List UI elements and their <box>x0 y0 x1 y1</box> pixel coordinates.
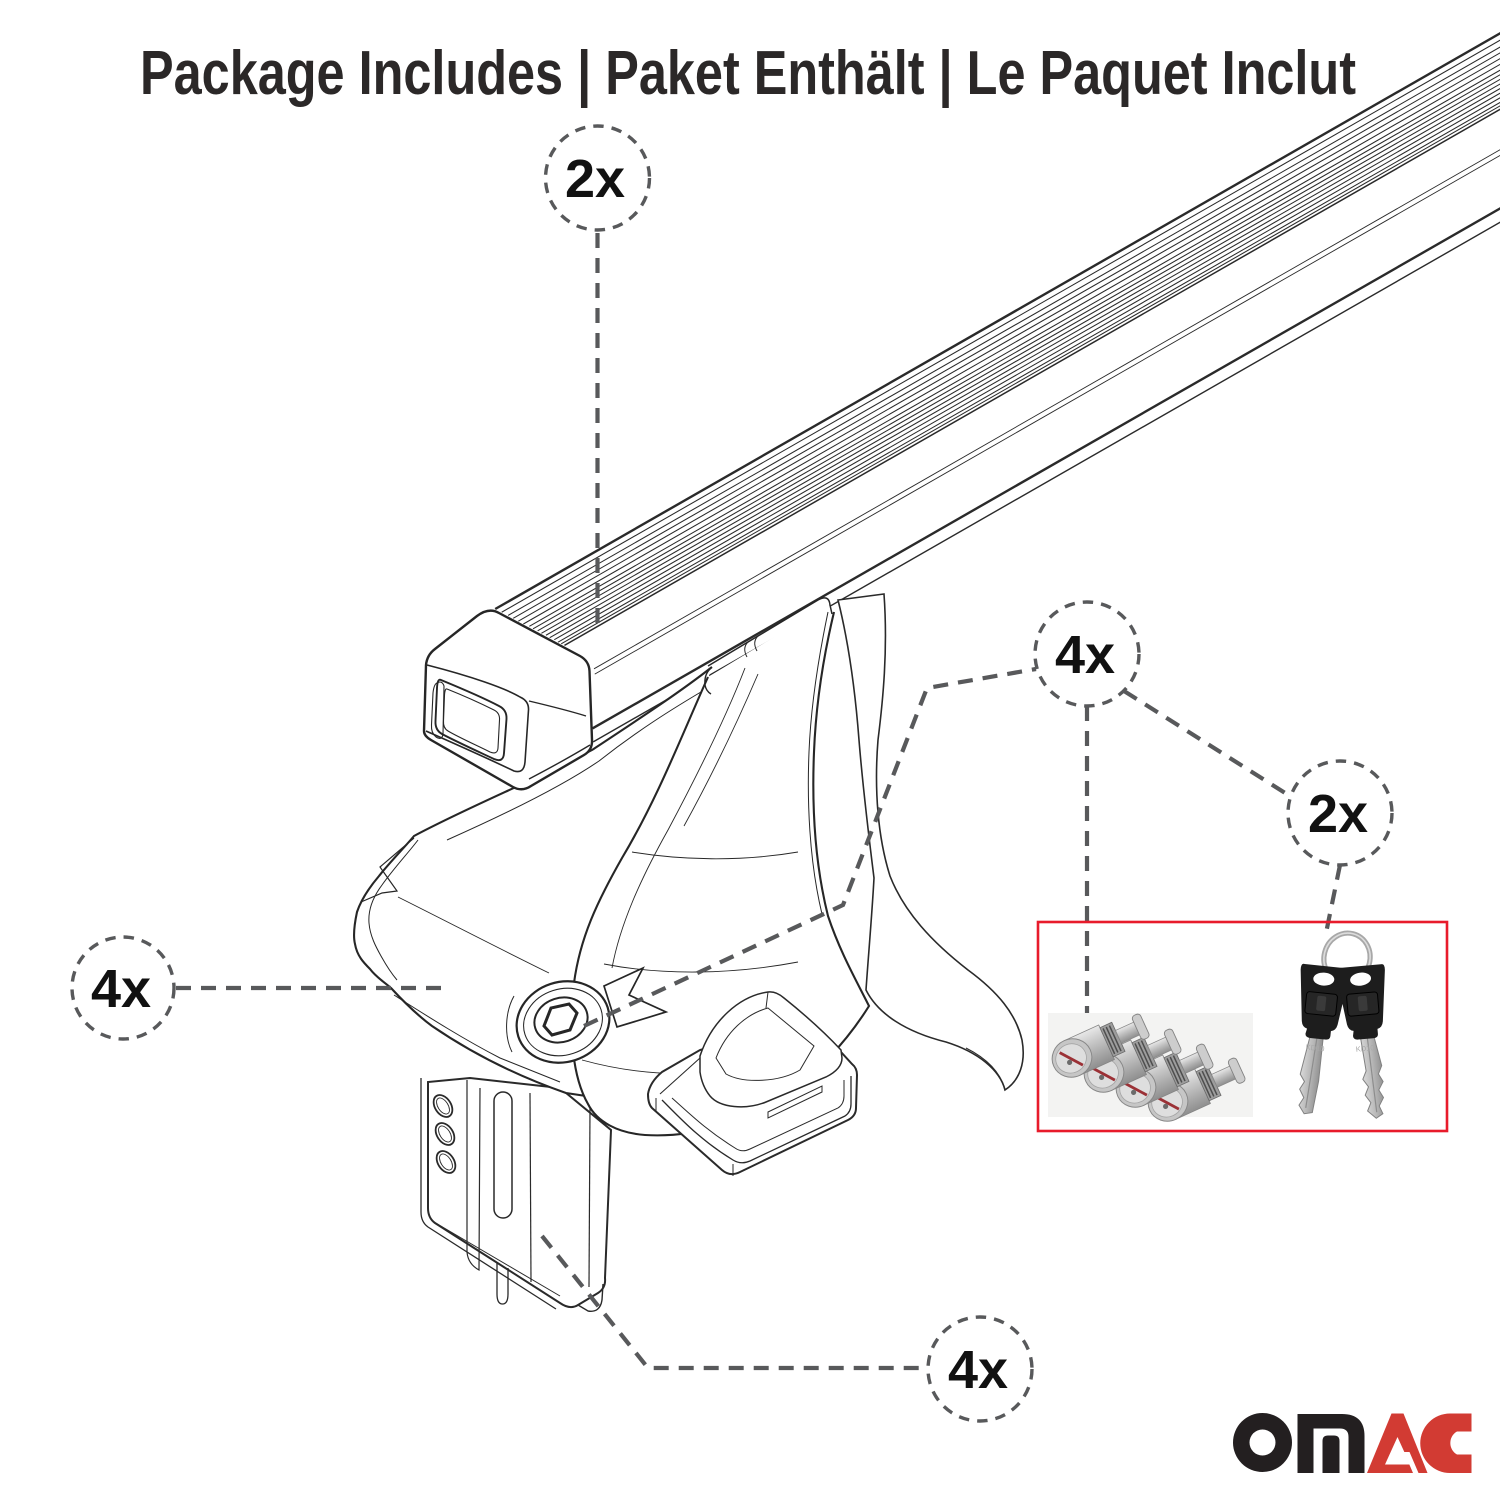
svg-text:2x: 2x <box>565 149 625 209</box>
svg-text:2x: 2x <box>1308 784 1368 844</box>
svg-text:4x: 4x <box>91 959 151 1019</box>
svg-text:KD10: KD10 <box>1305 1043 1325 1054</box>
svg-text:KD10: KD10 <box>1355 1043 1374 1054</box>
svg-text:4x: 4x <box>948 1340 1008 1400</box>
svg-text:4x: 4x <box>1055 625 1115 685</box>
svg-text:Package Includes | Paket Enthä: Package Includes | Paket Enthält | Le Pa… <box>140 39 1356 109</box>
